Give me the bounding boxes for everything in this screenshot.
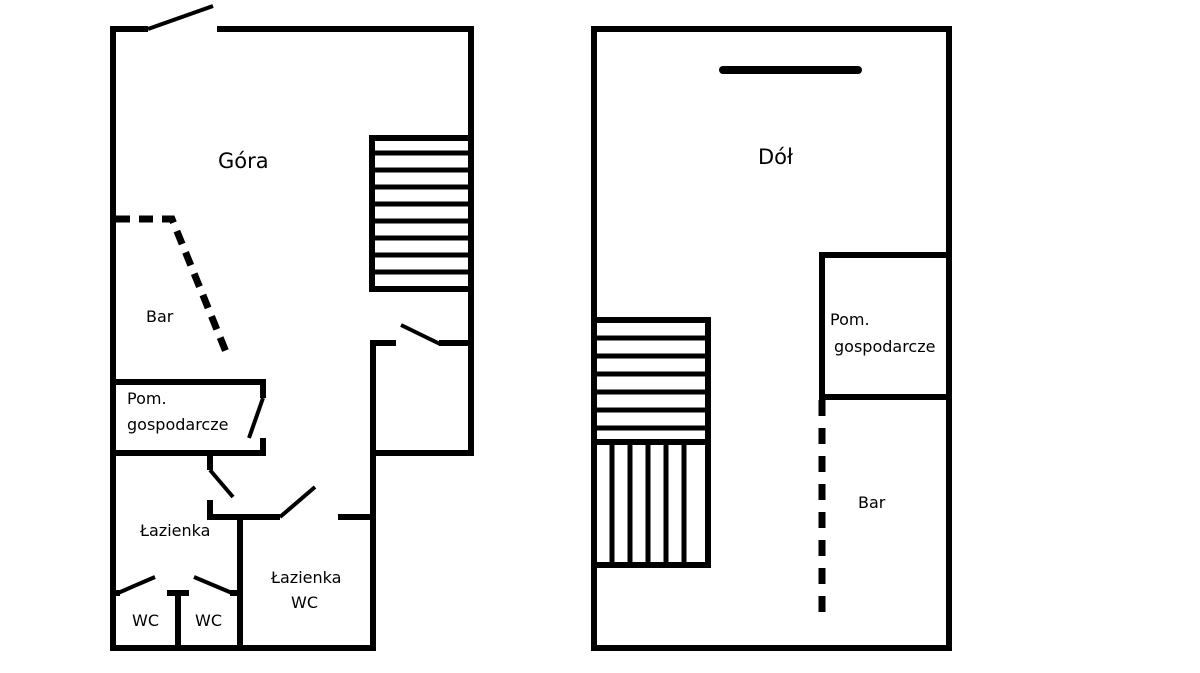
upper-floor-plan (110, 4, 474, 651)
upper-bathroom-1-label: Łazienka (139, 521, 210, 540)
upper-bar-label: Bar (146, 307, 174, 326)
upper-wc-1-door (117, 575, 156, 595)
upper-bathroom-walls (207, 455, 370, 651)
upper-utility-room-walls (110, 379, 266, 456)
upper-bathroom-2-label-line1: Łazienka (270, 568, 341, 587)
lower-utility-room-label-line2: gospodarcze (834, 337, 935, 356)
upper-side-room (370, 340, 474, 651)
upper-wc-1-label: WC (132, 611, 159, 630)
lower-outer-walls (591, 26, 952, 651)
lower-floor-title: Dół (758, 145, 793, 169)
upper-entrance-door (147, 4, 214, 31)
upper-wc-2-label: WC (195, 611, 222, 630)
lower-utility-room-walls (819, 252, 949, 400)
upper-floor-title: Góra (218, 149, 269, 173)
upper-bathroom-2-label-line2: WC (291, 593, 318, 612)
upper-staircase (369, 135, 474, 292)
lower-utility-room-label-line1: Pom. (830, 310, 870, 329)
upper-wc-2-door (193, 575, 233, 595)
lower-bar-label: Bar (858, 493, 886, 512)
upper-bathroom-door (208, 468, 235, 499)
upper-bathroom-2-door (278, 485, 317, 519)
lower-floor-plan (591, 26, 952, 651)
upper-utility-room-label-line2: gospodarcze (127, 415, 228, 434)
upper-utility-room-door (247, 397, 265, 439)
lower-staircase (594, 317, 711, 568)
upper-side-room-door (400, 323, 441, 346)
upper-utility-room-label-line1: Pom. (127, 389, 167, 408)
upper-bar-counter (116, 215, 230, 354)
